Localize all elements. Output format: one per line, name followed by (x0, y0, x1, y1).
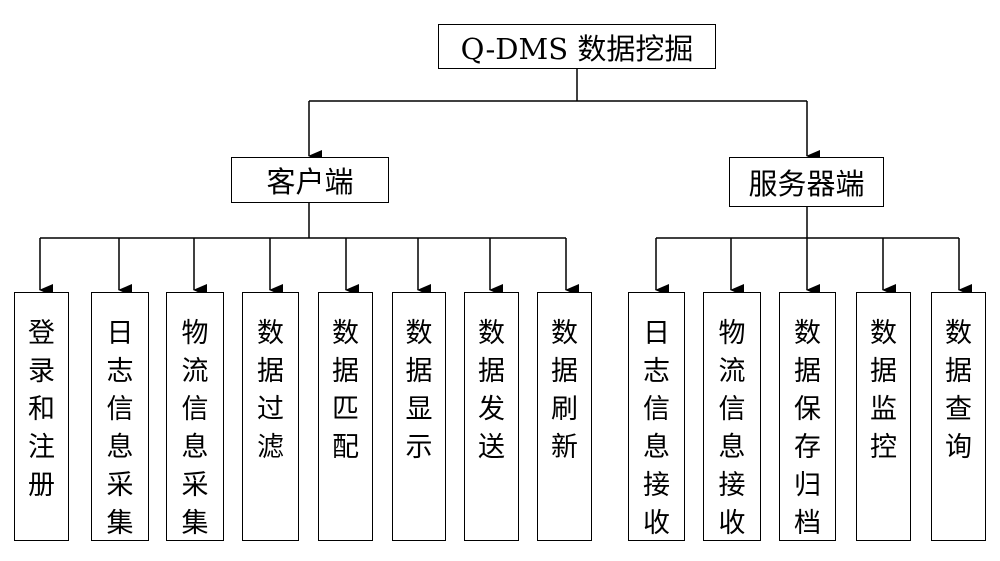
module-label: 数据发送 (478, 318, 505, 463)
client-node-label: 客户端 (266, 165, 354, 199)
client-module: 数据刷新 (537, 292, 592, 541)
module-label: 日志信息接收 (643, 318, 670, 539)
server-node: 服务器端 (729, 157, 884, 207)
root-node-label: Q-DMS 数据挖掘 (460, 31, 694, 66)
client-module: 日志信息采集 (91, 292, 149, 541)
client-module: 物流信息采集 (166, 292, 224, 541)
client-module: 登录和注册 (14, 292, 69, 541)
client-node: 客户端 (231, 157, 389, 203)
module-label: 数据匹配 (332, 318, 359, 463)
server-module: 数据查询 (931, 292, 986, 541)
module-label: 物流信息接收 (718, 318, 746, 539)
server-module: 数据监控 (856, 292, 911, 541)
server-module: 物流信息接收 (703, 292, 761, 541)
client-module: 数据过滤 (242, 292, 299, 541)
client-module: 数据匹配 (318, 292, 373, 541)
module-label: 数据刷新 (551, 318, 578, 463)
module-label: 数据显示 (405, 318, 433, 463)
module-label: 登录和注册 (28, 318, 55, 501)
module-label: 物流信息采集 (181, 318, 209, 539)
server-node-label: 服务器端 (748, 167, 865, 201)
module-label: 数据保存归档 (794, 318, 821, 539)
module-label: 数据监控 (870, 318, 897, 463)
root-node: Q-DMS 数据挖掘 (438, 24, 716, 69)
module-label: 日志信息采集 (106, 318, 134, 539)
server-module: 日志信息接收 (628, 292, 685, 541)
client-module: 数据显示 (392, 292, 446, 541)
server-module: 数据保存归档 (779, 292, 836, 541)
module-label: 数据查询 (945, 318, 972, 463)
client-module: 数据发送 (464, 292, 519, 541)
module-label: 数据过滤 (257, 318, 284, 463)
